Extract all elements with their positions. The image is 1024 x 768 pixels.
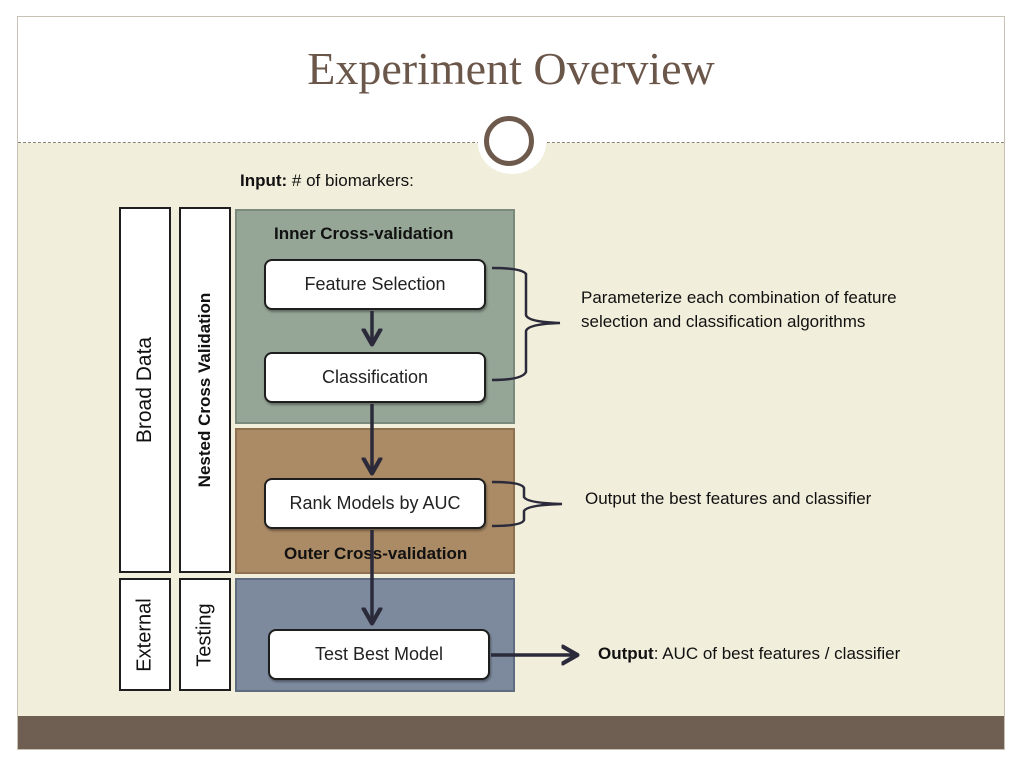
external-box: External [119,578,171,691]
footer-bar [18,716,1004,750]
input-line: Input: # of biomarkers: [240,171,414,191]
nested-cv-label: Nested Cross Validation [195,292,214,488]
input-text: # of biomarkers: [287,171,414,190]
output-label: Output [598,644,654,663]
broad-data-box: Broad Data [119,207,171,573]
testing-label: Testing [193,602,216,667]
best-features-note: Output the best features and classifier [585,489,872,508]
inner-cv-label: Inner Cross-validation [274,224,454,243]
testing-box: Testing [179,578,231,691]
test-best-model-step: Test Best Model [268,629,490,680]
feature-selection-step: Feature Selection [264,259,486,310]
nested-cv-box: Nested Cross Validation [179,207,231,573]
broad-data-label: Broad Data [133,336,156,444]
rank-models-step: Rank Models by AUC [264,478,486,529]
input-label: Input: [240,171,288,190]
output-text: : AUC of best features / classifier [653,644,901,663]
outer-cv-label: Outer Cross-validation [284,544,468,563]
classification-step: Classification [264,352,486,403]
slide-frame [17,16,1005,750]
parameterize-note: Parameterize each combination of feature… [581,288,897,331]
divider-ring-ornament [484,116,534,166]
slide-title: Experiment Overview [307,43,715,94]
external-label: External [133,597,156,672]
output-note: Output: AUC of best features / classifie… [598,642,900,666]
